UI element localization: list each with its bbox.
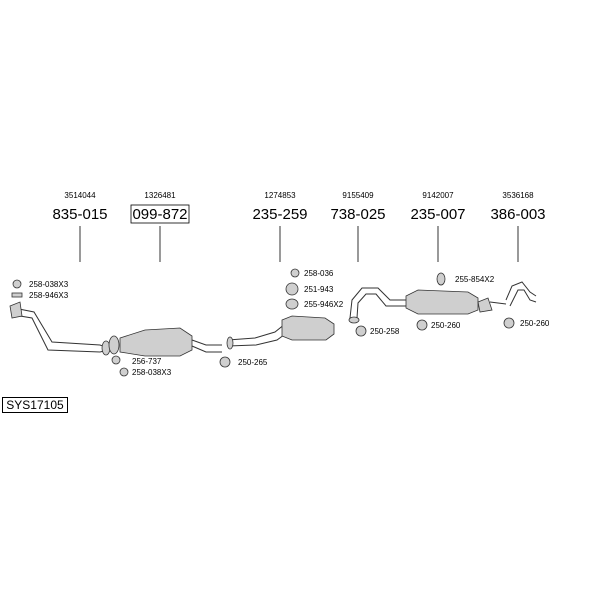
clamp-icon [416,319,428,331]
part-number-link[interactable]: 738-025 [330,206,385,223]
gasket-icon [285,282,299,296]
accessory-label[interactable]: 250-265 [238,358,268,367]
front-pipe-part[interactable] [9,301,111,356]
rear-pipe-part[interactable] [348,287,408,324]
oe-number: 1326481 [144,191,176,200]
part-number-link[interactable]: 835-015 [52,206,107,223]
gasket-icon [111,355,121,365]
nut-icon [119,367,129,377]
rubber-mount-icon [290,268,300,278]
part-number-link[interactable]: 235-007 [410,206,465,223]
oe-number: 1274853 [264,191,296,200]
gasket-icon [12,279,22,289]
rubber-mount-icon [436,272,446,286]
accessory-label[interactable]: 250-260 [520,319,550,328]
center-silencer-part[interactable] [226,315,335,350]
accessory-label[interactable]: 255-854X2 [455,275,495,284]
accessory-label[interactable]: 258-038X3 [29,280,69,289]
clamp-icon [11,292,23,298]
accessory-label[interactable]: 255-946X2 [304,300,344,309]
highlight-box [130,204,190,224]
oe-number: 3536168 [502,191,534,200]
clamp-icon [503,317,515,329]
clamp-icon [219,356,231,368]
oe-number: 9142007 [422,191,454,200]
tailpipe-part[interactable] [505,281,537,307]
oe-number: 9155409 [342,191,374,200]
accessory-label[interactable]: 256-737 [132,357,162,366]
catalytic-converter-part[interactable] [108,327,222,357]
accessory-label[interactable]: 258-036 [304,269,334,278]
accessory-label[interactable]: 258-946X3 [29,291,69,300]
accessory-label[interactable]: 251-943 [304,285,334,294]
accessory-label[interactable]: 250-258 [370,327,400,336]
accessory-label[interactable]: 250-260 [431,321,461,330]
clamp-icon [355,325,367,337]
part-number-link-highlighted[interactable]: 099-872 [132,206,187,223]
rear-silencer-part[interactable] [405,289,507,315]
part-number-link[interactable]: 386-003 [490,206,545,223]
part-number-link[interactable]: 235-259 [252,206,307,223]
accessory-label[interactable]: 258-038X3 [132,368,172,377]
system-code-label: SYS17105 [2,397,68,413]
oe-number: 3514044 [64,191,96,200]
bracket-icon [285,298,299,310]
